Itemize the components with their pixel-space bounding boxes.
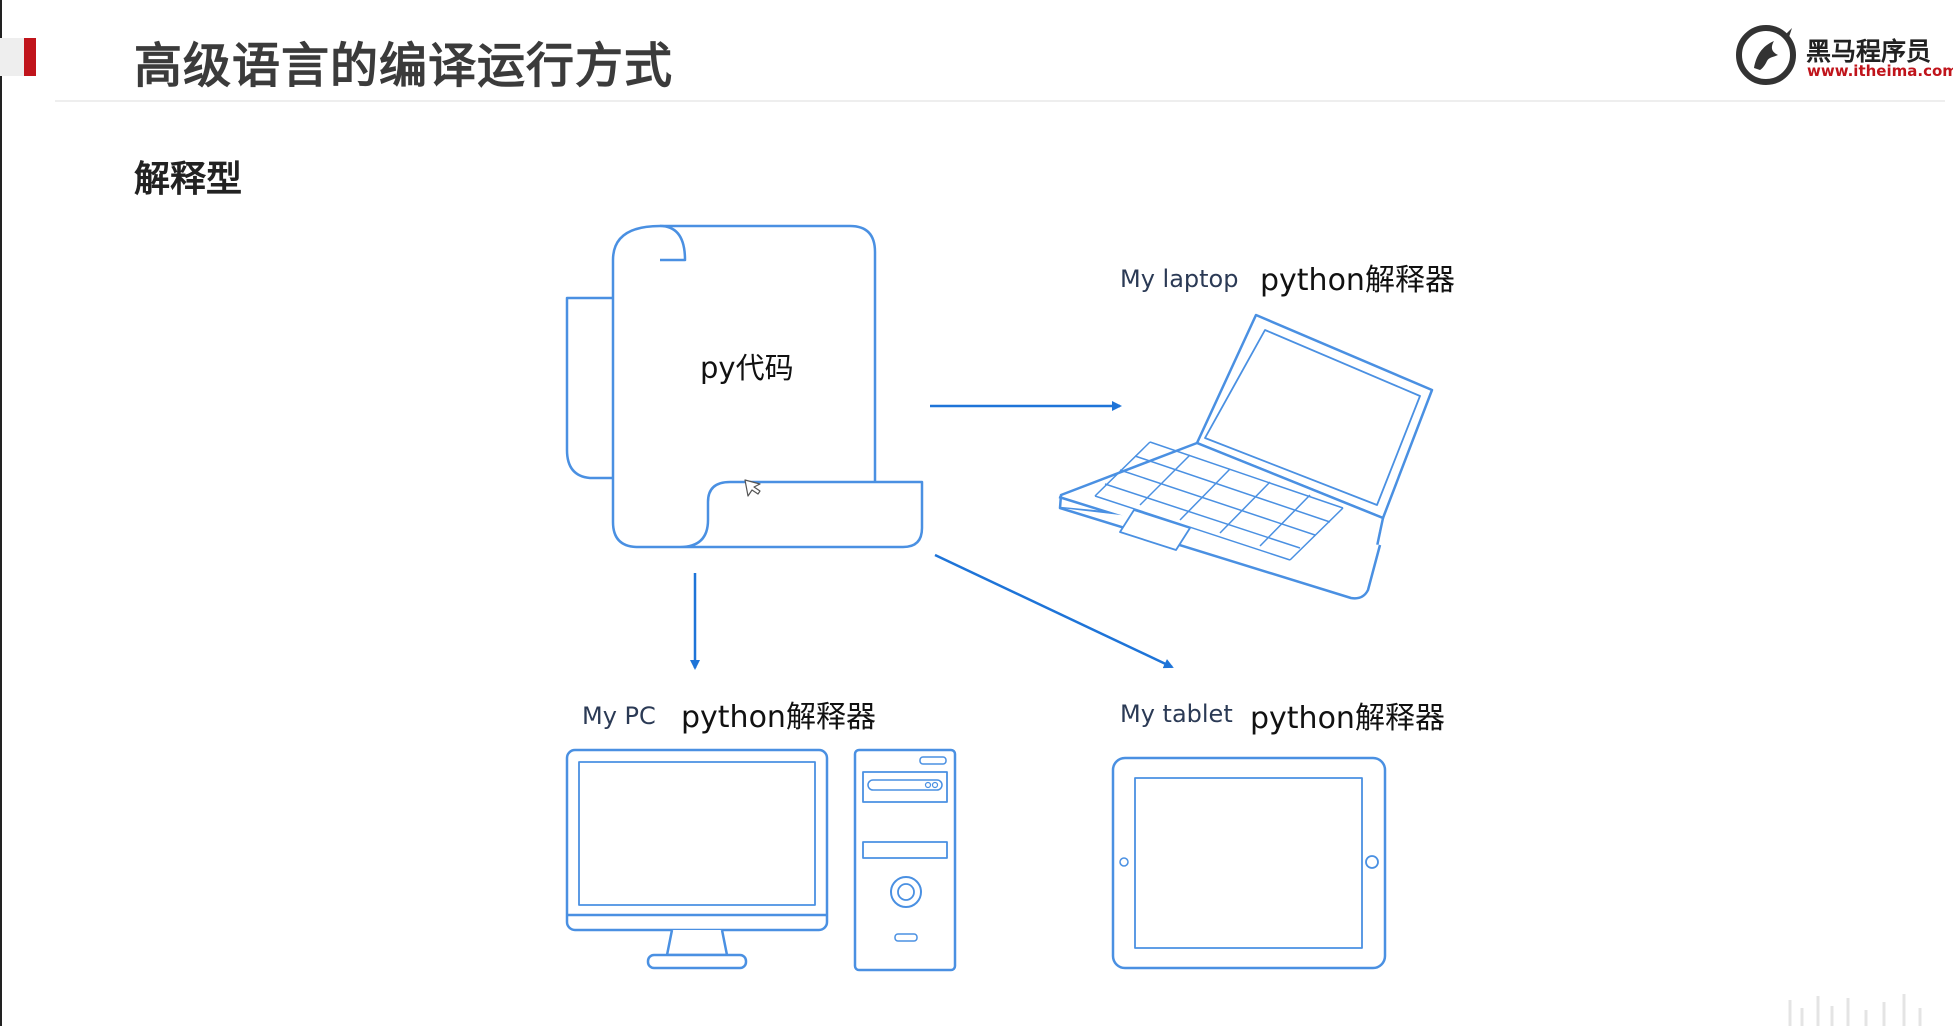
accent-bar-shadow [0, 38, 24, 76]
code-scroll-icon [565, 224, 924, 549]
accent-bar [24, 38, 36, 76]
horse-logo-icon [1736, 25, 1796, 85]
arrow-to-tablet [934, 553, 1174, 669]
logo-name: 黑马程序员 [1806, 37, 1932, 66]
monitor-icon [565, 748, 829, 970]
tablet-icon [1111, 756, 1387, 970]
logo-url: www.itheima.com [1807, 62, 1953, 80]
laptop-interpreter-label: python解释器 [1260, 263, 1455, 298]
header-divider [55, 100, 1945, 102]
brand-logo: 黑马程序员 www.itheima.com [1736, 24, 1953, 86]
section-title: 解释型 [134, 159, 243, 200]
laptop-keyboard-icon [1094, 441, 1344, 561]
source-code-label: py代码 [700, 351, 794, 385]
tablet-device-label: My tablet [1120, 700, 1233, 728]
tablet-interpreter-label: python解释器 [1250, 701, 1445, 736]
watermark-smudge [1788, 994, 1922, 1026]
laptop-device-label: My laptop [1120, 265, 1239, 293]
pc-tower-icon [853, 748, 957, 972]
laptop-icon [1058, 313, 1434, 600]
pc-interpreter-label: python解释器 [681, 700, 876, 735]
page-title: 高级语言的编译运行方式 [134, 38, 674, 94]
window-left-edge [0, 0, 2, 1026]
pc-device-label: My PC [582, 702, 656, 730]
